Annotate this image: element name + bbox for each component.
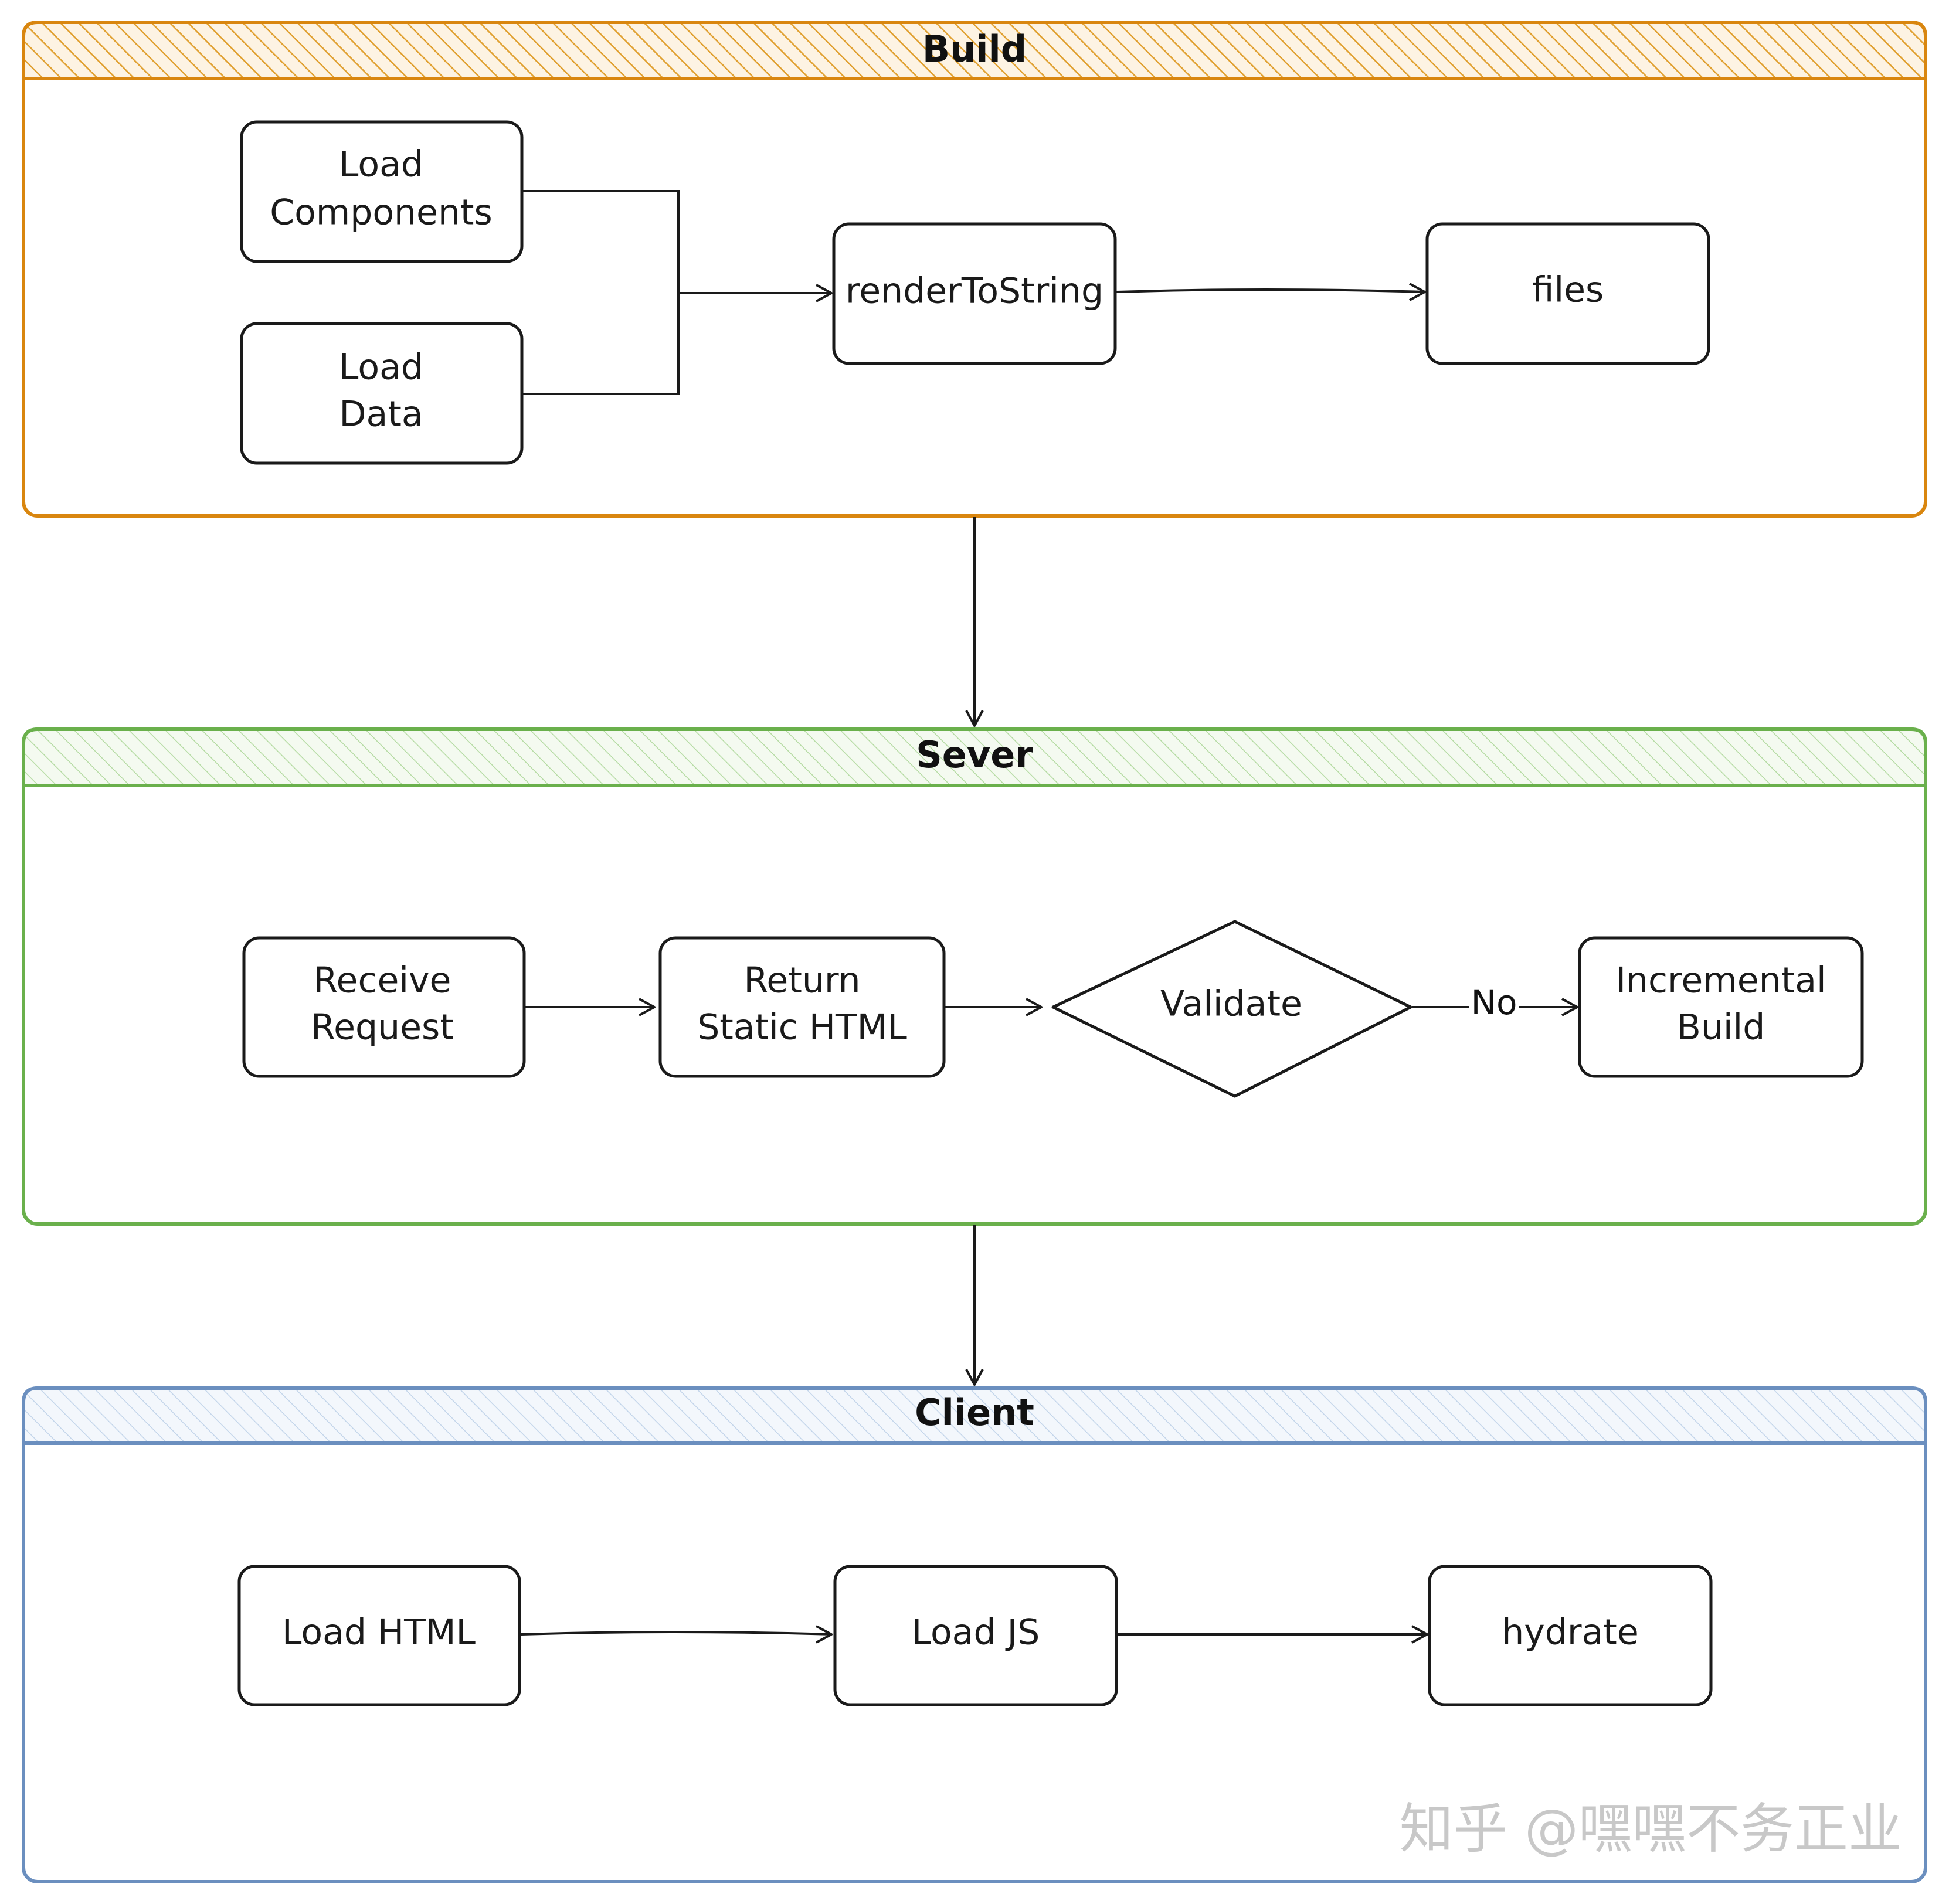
node-hydrate-label: hydrate: [1502, 1612, 1639, 1653]
node-files-box: [1425, 222, 1710, 365]
node-load-data: Load Data: [240, 322, 524, 465]
node-incremental-build-line-1: Incremental: [1615, 960, 1826, 1001]
server-lane-title: Sever: [916, 733, 1033, 776]
node-receive-request-line-2: Request: [311, 1007, 454, 1048]
node-receive-request-box: [242, 936, 526, 1078]
arrowhead-render-to-string: [816, 284, 833, 302]
node-load-js-box: [833, 1565, 1118, 1706]
arrowhead-hydrate: [1411, 1625, 1428, 1644]
watermark-text: 知乎 @嘿嘿不务正业: [1400, 1797, 1902, 1860]
node-return-static-html-line-1: Return: [743, 960, 860, 1001]
node-load-data-box: [240, 322, 524, 465]
nodes: Load Components Load Data renderToString…: [237, 120, 1864, 1706]
arrowhead-incremental-build: [1561, 998, 1578, 1016]
node-files-label: files: [1532, 270, 1604, 311]
node-load-data-line-2: Data: [339, 394, 423, 435]
node-render-to-string-label: renderToString: [846, 271, 1103, 312]
node-load-components-box: [240, 120, 524, 263]
node-load-js-label: Load JS: [912, 1612, 1040, 1653]
server-lane-header: [22, 727, 1927, 787]
node-render-to-string: renderToString: [832, 222, 1117, 365]
arrowhead-server-lane: [965, 710, 984, 727]
node-return-static-html-line-2: Static HTML: [697, 1007, 907, 1048]
node-load-html-label: Load HTML: [282, 1612, 476, 1653]
client-lane-title: Client: [915, 1391, 1034, 1434]
node-load-data-line-1: Load: [339, 347, 423, 388]
node-load-components-line-2: Components: [270, 192, 493, 233]
node-load-js: Load JS: [833, 1565, 1118, 1706]
arrowhead-return-static-html: [639, 998, 656, 1016]
edge-load-components-to-merge: [523, 190, 680, 293]
edge-load-data-to-merge: [523, 293, 680, 395]
node-receive-request-line-1: Receive: [314, 960, 451, 1001]
build-lane-title: Build: [922, 28, 1027, 70]
node-validate-diamond: [1051, 920, 1412, 1098]
server-lane: Sever: [22, 727, 1927, 1226]
arrowhead-files: [1409, 283, 1426, 301]
node-return-static-html: Return Static HTML: [658, 936, 946, 1078]
edge-render-to-string-to-files: [1116, 288, 1425, 293]
node-validate-label: Validate: [1160, 984, 1302, 1025]
node-hydrate: hydrate: [1428, 1565, 1713, 1706]
arrowhead-client-lane: [965, 1369, 984, 1386]
client-lane-header: [22, 1386, 1927, 1445]
node-return-static-html-box: [658, 936, 946, 1078]
node-files: files: [1425, 222, 1710, 365]
node-incremental-build-line-2: Build: [1677, 1007, 1765, 1048]
node-receive-request: Receive Request: [242, 936, 526, 1078]
build-lane-header: [22, 21, 1927, 80]
arrowhead-load-js: [816, 1625, 833, 1644]
node-hydrate-box: [1428, 1565, 1713, 1706]
node-validate: Validate: [1051, 920, 1412, 1098]
node-load-html: Load HTML: [237, 1565, 521, 1706]
edge-load-html-to-load-js: [520, 1631, 832, 1636]
node-incremental-build-box: [1578, 936, 1864, 1078]
edges: No: [520, 190, 1578, 1644]
arrowhead-validate: [1026, 998, 1043, 1016]
node-incremental-build: Incremental Build: [1578, 936, 1864, 1078]
node-load-html-box: [237, 1565, 521, 1706]
node-load-components-line-1: Load: [339, 144, 423, 185]
node-load-components: Load Components: [240, 120, 524, 263]
edge-label-no: No: [1471, 982, 1517, 1022]
node-render-to-string-box: [832, 222, 1117, 365]
